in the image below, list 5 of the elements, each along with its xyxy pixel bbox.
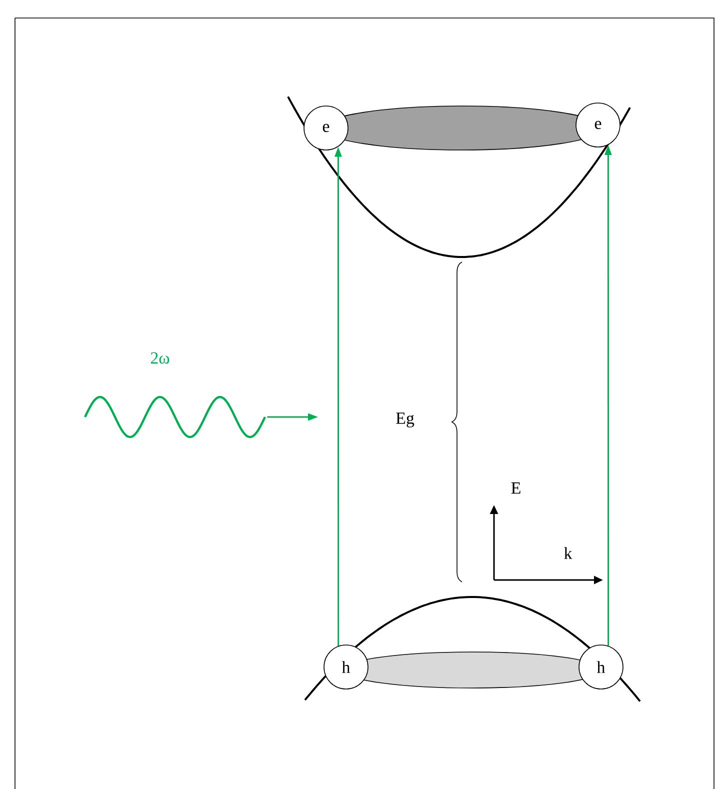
frequency-label: 2ω (150, 352, 170, 364)
axis-label: E (511, 482, 520, 494)
axis-label: k (564, 547, 572, 559)
axis-label: Eg (396, 412, 414, 428)
wave-drawing (84, 396, 266, 438)
